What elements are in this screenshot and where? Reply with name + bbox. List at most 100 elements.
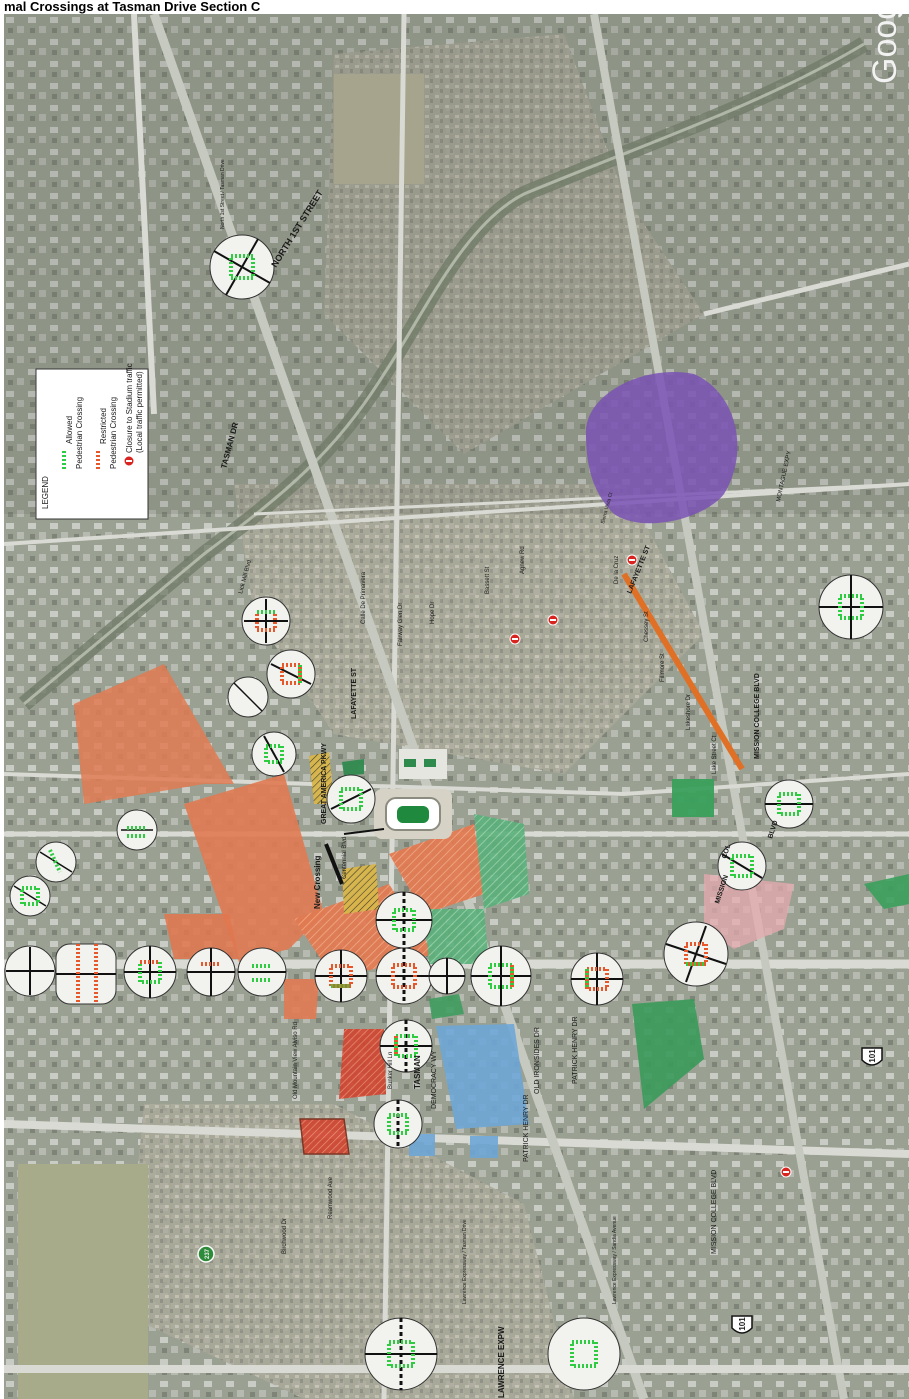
residential-area-east	[234, 484, 704, 774]
street-label-delacruz: De la Cruz	[614, 556, 620, 584]
guadalupe-river-edge	[23, 42, 865, 706]
page-header-title: mal Crossings at Tasman Drive Section C	[4, 0, 261, 14]
crossing-tasman-w2[interactable]	[123, 945, 177, 999]
crossing-tasman-w1[interactable]	[4, 945, 56, 997]
street-label-calle: Calle De Primavera	[361, 571, 367, 624]
parking-lot-orange-hatched-east	[389, 824, 484, 914]
parking-lot-orange-west	[164, 914, 239, 959]
street-label-patrick-henry-lower: PATRICK HENRY DR	[523, 1094, 530, 1162]
street-label-hope: Hope Dr	[430, 602, 436, 624]
parking-lot-orange-large	[184, 774, 324, 962]
street-label-birchwood: Birchwood Dr	[282, 1218, 288, 1254]
crossing-tasman-gap[interactable]	[375, 947, 433, 1005]
parking-lot-orange-large-north	[74, 664, 234, 804]
street-label-old-ironsides: OLD IRONSIDES DR	[534, 1027, 541, 1094]
legend-label-closure-2: (Local traffic permitted)	[135, 371, 144, 453]
street-label-mission-college-lower: MISSION COLLEGE BLVD	[711, 1170, 718, 1254]
crossing-stadium-north[interactable]	[326, 774, 376, 824]
crossing-lafayette-mission[interactable]	[818, 574, 884, 640]
pink-zone-mission-college	[704, 874, 794, 949]
highway-shield-101-b: 101	[731, 1315, 753, 1334]
restricted-corridor-lafayette	[621, 572, 745, 771]
street-label-agnew: Agnew Rd	[520, 546, 526, 574]
blue-lot-small-2	[470, 1136, 498, 1158]
legend-label-allowed-1: Allowed	[65, 416, 74, 444]
google-watermark: Google	[866, 14, 904, 84]
legend-title: LEGEND	[41, 476, 50, 509]
crossing-tasman-w3[interactable]	[186, 947, 236, 997]
parking-lot-yellow-south	[342, 864, 379, 914]
highway-shield-101-a: 101	[861, 1047, 883, 1066]
street-label-reamwood: Reamwood Ave	[328, 1176, 334, 1219]
street-label-lakeshore: Lakeshore Dr	[686, 694, 692, 730]
crossing-tasman-centennial[interactable]	[314, 949, 368, 1003]
crossing-tasman-wide[interactable]	[55, 943, 117, 1005]
street-label-fairway: Fairway Glen Dr	[398, 603, 404, 646]
street-label-lawrence-sandia: Lawrence Expressway / Sandia Avenue	[612, 1216, 618, 1304]
street-label-bunker-hill: Bunker Hill Ln	[388, 1052, 394, 1089]
crossing-great-america[interactable]	[470, 945, 532, 1007]
levis-stadium	[374, 749, 452, 839]
parking-lot-green-east	[474, 814, 529, 909]
street-label-tasman-lower: TASMAN	[413, 1055, 422, 1089]
parking-lot-green-far-east	[864, 874, 909, 909]
crossing-mission-college[interactable]	[663, 921, 729, 987]
residential-area-south	[124, 1104, 574, 1399]
street-label-new-crossing: New Crossing	[313, 856, 322, 909]
blue-lot-great-america	[436, 1024, 529, 1129]
crossing-small-white[interactable]	[227, 676, 269, 718]
legend-label-allowed-2: Pedestrian Crossing	[75, 397, 84, 469]
closure-icon	[626, 554, 638, 566]
crossing-n1st[interactable]	[209, 234, 275, 300]
crossing-mission-col[interactable]	[717, 841, 767, 891]
street-label-centennial: Centennial Blvd	[342, 837, 348, 879]
open-field-north	[334, 74, 424, 184]
crossing-old-ironsides[interactable]	[570, 952, 624, 1006]
crossing-calle[interactable]	[266, 649, 316, 699]
crossing-tasman-gap-north[interactable]	[375, 891, 433, 949]
parking-lot-green-mission	[672, 779, 714, 817]
legend-box	[35, 368, 149, 520]
street-label-col-sign: COL	[721, 843, 732, 860]
street-label-lawrence: LAWRENCE EXPW	[497, 1326, 506, 1398]
closure-icon	[509, 633, 521, 645]
crossing-tasman-small[interactable]	[428, 957, 466, 995]
street-label-chessey: Chessey St	[644, 611, 650, 642]
svg-text:237: 237	[205, 1248, 211, 1259]
crossing-lafayette-north[interactable]	[251, 731, 297, 777]
aerial-map[interactable]: Google	[4, 14, 909, 1399]
parking-lot-green-south	[632, 999, 704, 1109]
open-field-west	[18, 1164, 148, 1399]
new-crossing-bar	[324, 843, 344, 885]
parking-lot-green-center	[424, 909, 489, 964]
crossing-lawrence-sandia[interactable]	[547, 1317, 621, 1391]
closure-icon	[780, 1166, 792, 1178]
legend-label-closure-1: Closure to Stadium traffic	[125, 363, 134, 453]
legend-label-restricted-2: Pedestrian Crossing	[109, 397, 118, 469]
closure-icon	[547, 614, 559, 626]
street-label-fillmore: Fillmore St	[660, 653, 666, 682]
street-label-lawrence-tasman: Lawrence Expressway / Tasman Drive	[462, 1219, 468, 1304]
crossing-reamwood[interactable]	[373, 1099, 423, 1149]
parking-lot-green-small	[429, 994, 464, 1019]
crossing-mission-blvd[interactable]	[764, 779, 814, 829]
street-label-lafayette-mid: LAFAYETTE ST	[351, 667, 358, 719]
crossing-far-west-1[interactable]	[35, 841, 77, 883]
highway-shield-237: 237	[197, 1245, 215, 1263]
crossing-tasman-w4[interactable]	[237, 947, 287, 997]
street-label-mission-college: MISSION COLLEGE BLVD	[754, 673, 761, 759]
crossing-lawrence-tasman[interactable]	[364, 1317, 438, 1391]
parking-lot-red-outline-west	[299, 1118, 350, 1155]
crossing-lick-mill[interactable]	[241, 596, 291, 646]
crossing-tasman-south[interactable]	[379, 1019, 433, 1073]
legend-panel: LEGEND Allowed Pedestrian Crossing Restr…	[35, 363, 149, 520]
crossing-markers	[4, 234, 884, 1391]
svg-text:101: 101	[738, 1317, 747, 1331]
closure-icons	[509, 554, 792, 1178]
street-label-old-mtn-view: Old Mountain View Alviso Rd	[293, 1022, 299, 1099]
svg-text:101: 101	[868, 1049, 877, 1063]
crossing-agnew-west[interactable]	[116, 809, 158, 851]
street-label-democracy: DEMOCRACY WY	[431, 1050, 438, 1109]
crossing-far-west-2[interactable]	[9, 875, 51, 917]
